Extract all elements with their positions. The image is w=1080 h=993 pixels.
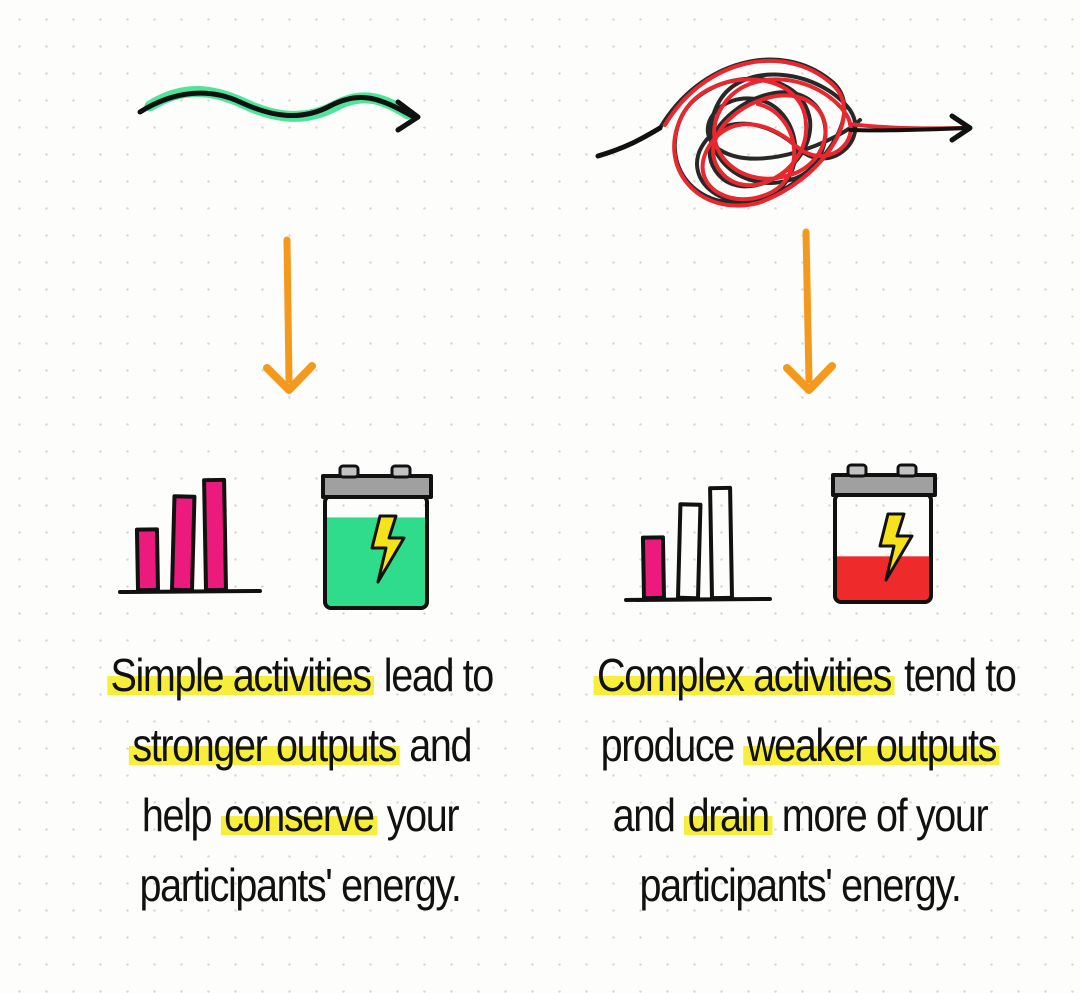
caption-line: help conserve your	[94, 780, 507, 850]
bar	[676, 502, 703, 601]
right-down-arrow-icon	[783, 228, 836, 394]
caption-text: lead to	[374, 649, 495, 701]
caption-text: produce	[600, 719, 744, 771]
highlighted-phrase: conserve	[220, 789, 378, 841]
simple-activities-caption: Simple activities lead to stronger outpu…	[94, 640, 507, 920]
caption-line: stronger outputs and	[94, 710, 507, 780]
left-battery-icon	[321, 464, 433, 610]
highlighted-phrase: Complex activities	[593, 649, 895, 701]
highlighted-phrase: stronger outputs	[128, 719, 400, 771]
highlighted-phrase: weaker outputs	[743, 719, 1000, 771]
left-down-arrow-icon	[263, 236, 316, 394]
caption-line: and drain more of your	[594, 780, 1007, 850]
caption-line: participants' energy.	[639, 859, 962, 911]
highlighted-phrase: drain	[684, 789, 773, 841]
bar	[640, 535, 666, 601]
complex-activities-caption: Complex activities tend to produce weake…	[593, 640, 1017, 920]
arrow-head-icon	[949, 113, 973, 143]
right-battery-icon	[831, 463, 937, 604]
baseline	[624, 597, 772, 602]
bar	[170, 494, 197, 593]
baseline	[118, 589, 262, 594]
arrow-head-icon	[395, 99, 421, 133]
caption-text: tend to	[894, 649, 1017, 701]
bar	[202, 477, 228, 593]
left-bar-chart-icon	[118, 477, 262, 594]
bar	[134, 527, 160, 593]
right-bar-chart-icon	[624, 485, 772, 602]
caption-line: Complex activities tend to	[593, 640, 1017, 710]
lightning-bolt-icon	[878, 512, 914, 582]
complex-path-tangle	[595, 57, 973, 208]
caption-line: Simple activities lead to	[94, 640, 507, 710]
simple-path-wave	[137, 85, 421, 133]
caption-text: your	[377, 789, 460, 841]
bar	[708, 485, 734, 601]
lightning-bolt-icon	[370, 514, 406, 584]
caption-text: more of your	[772, 789, 989, 841]
caption-text: and	[399, 719, 472, 771]
caption-line: produce weaker outputs	[594, 710, 1007, 780]
highlighted-phrase: Simple activities	[107, 649, 375, 701]
caption-text: help	[141, 789, 221, 841]
caption-text: and	[612, 789, 685, 841]
caption-line: participants' energy.	[139, 859, 462, 911]
